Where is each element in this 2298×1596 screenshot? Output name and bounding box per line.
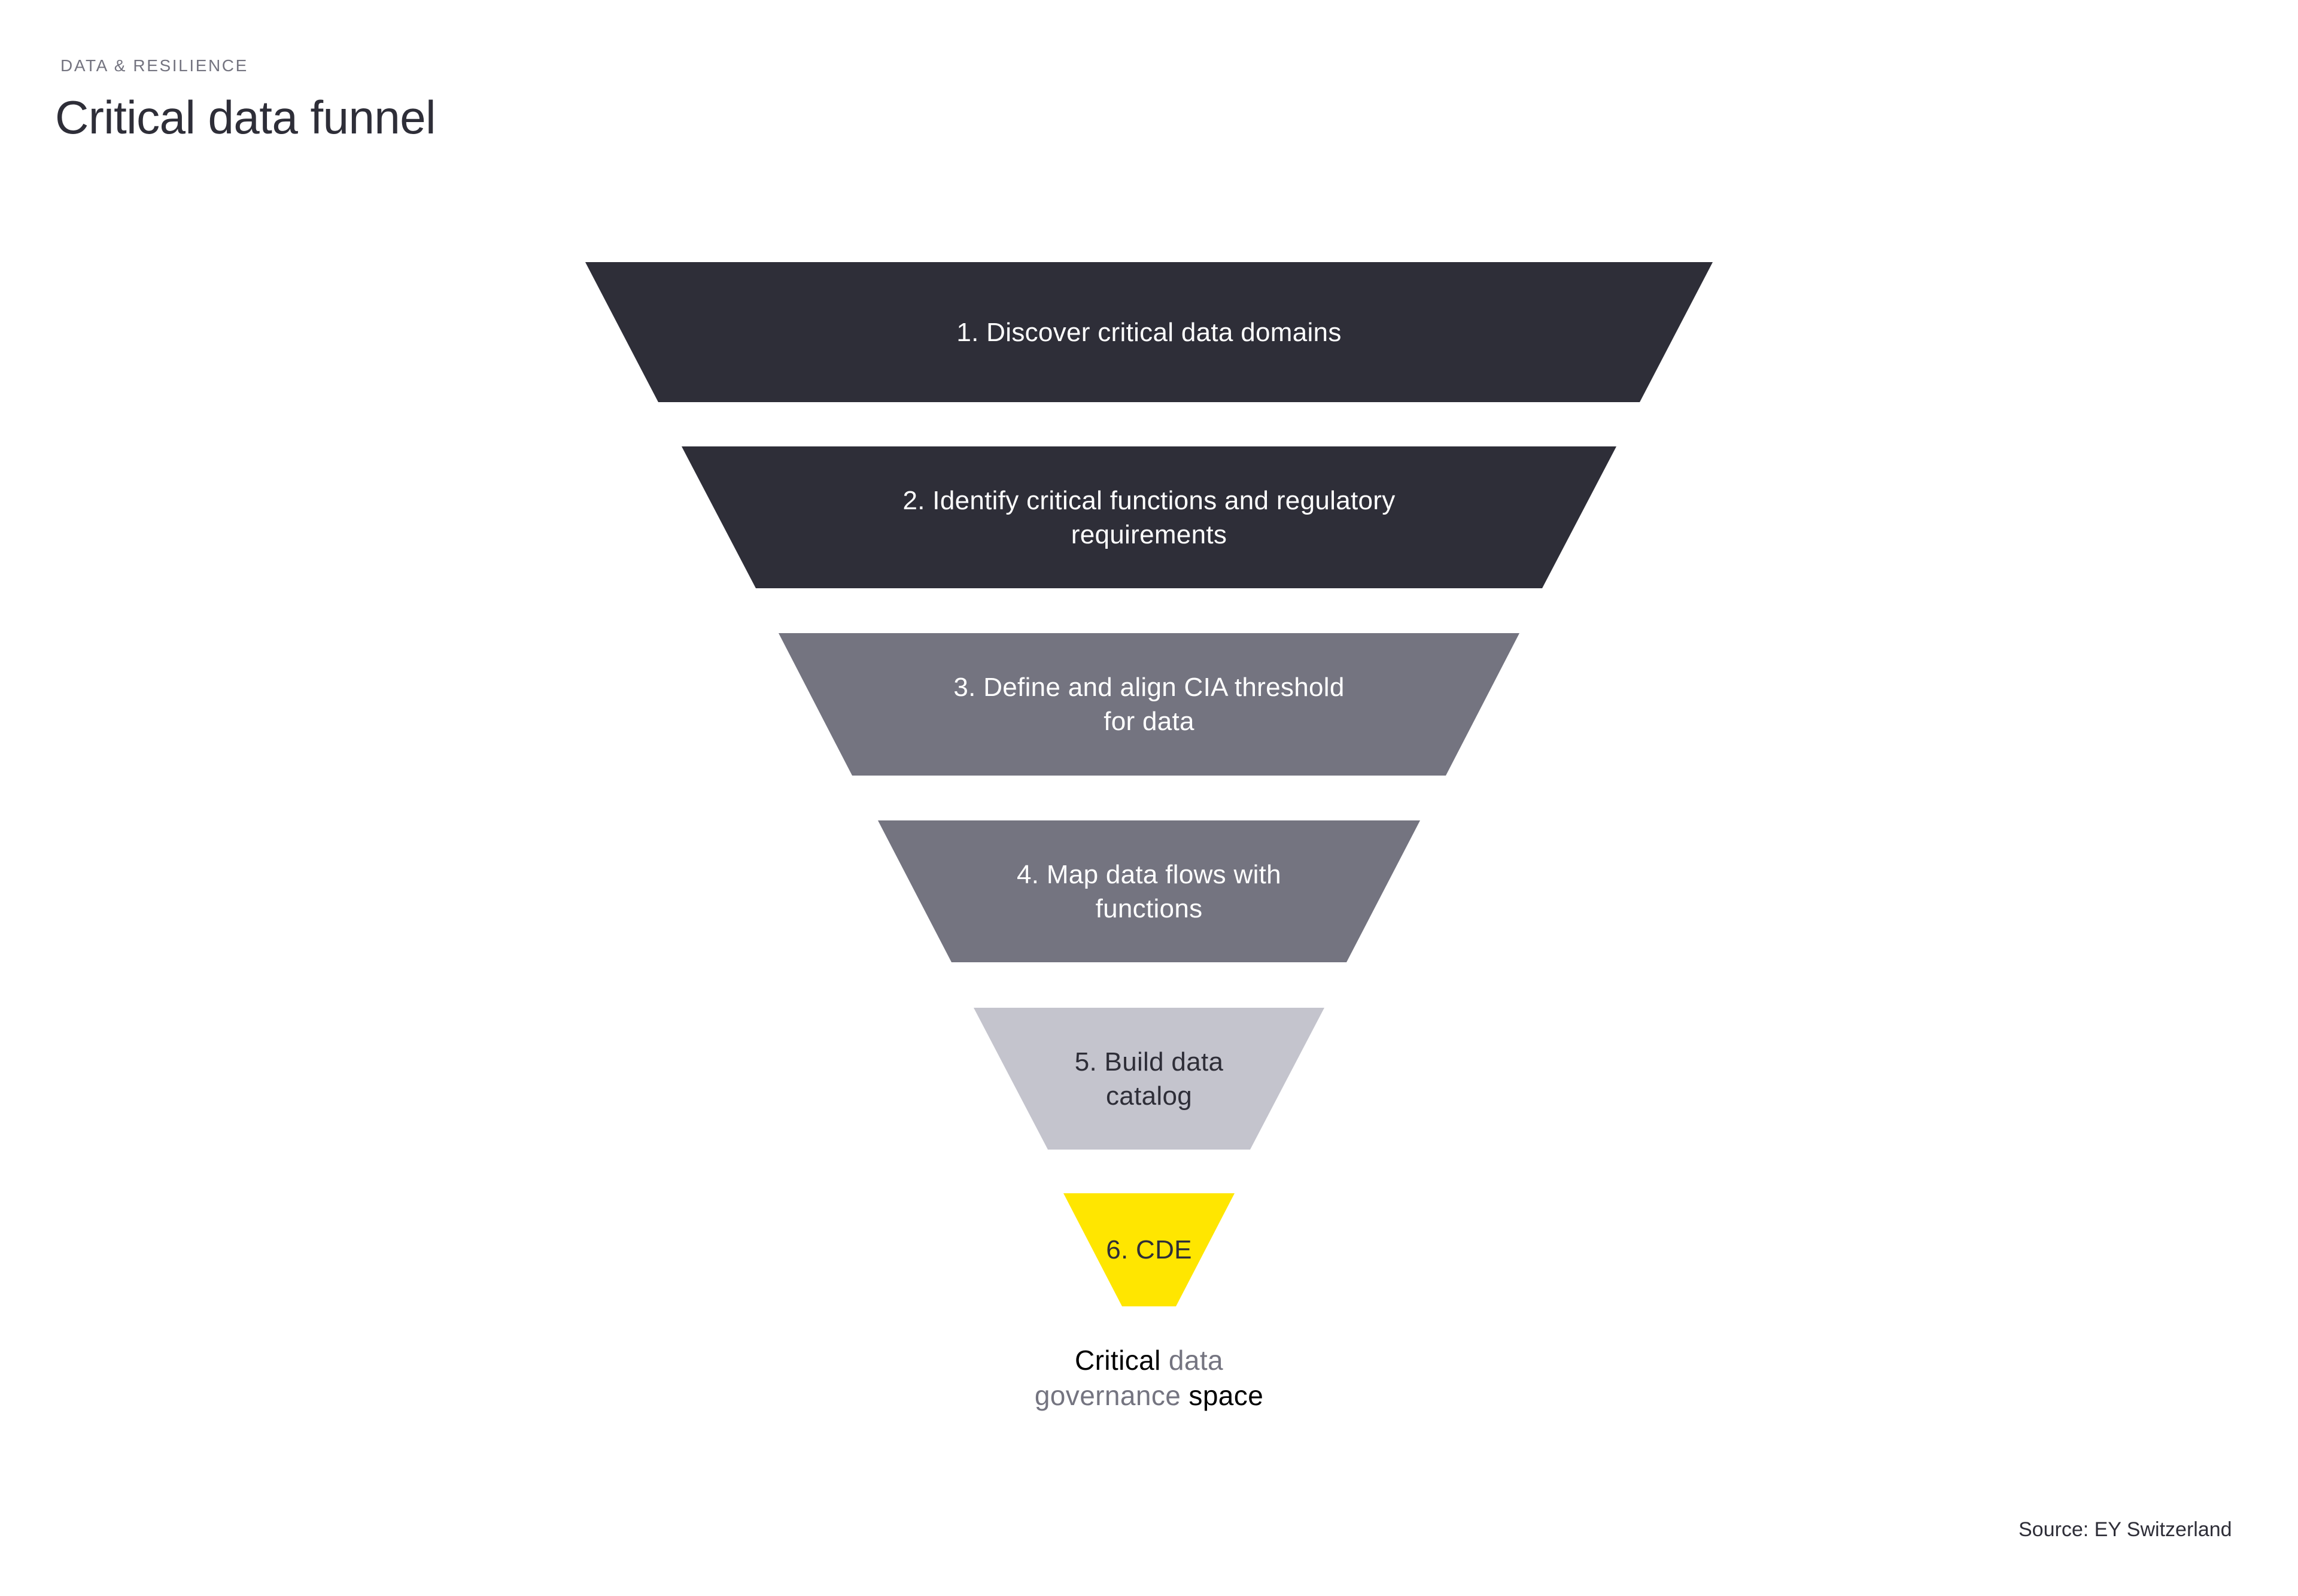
caption-word-critical: Critical: [1074, 1345, 1161, 1376]
source-note: Source: EY Switzerland: [2019, 1518, 2232, 1541]
funnel-level-text-line: catalog: [1106, 1081, 1192, 1111]
funnel-level-3: [779, 633, 1519, 776]
funnel-level-text-line: 2. Identify critical functions and regul…: [902, 485, 1396, 515]
funnel-level-5-label: 5. Build data catalog: [1012, 1008, 1286, 1150]
funnel-level-text-line: functions: [1095, 893, 1203, 923]
caption-word-data: data: [1168, 1345, 1224, 1376]
funnel-level-text-line: 5. Build data: [1074, 1047, 1224, 1077]
funnel-level-4-label: 4. Map data flows with functions: [916, 820, 1382, 962]
funnel-level-text: 2. Identify critical functions and regul…: [902, 484, 1395, 552]
funnel-level-3-label: 3. Define and align CIA threshold for dat…: [816, 633, 1482, 776]
caption-line-2: governance space: [910, 1378, 1388, 1413]
funnel-level-text-line: 3. Define and align CIA threshold: [953, 673, 1345, 702]
funnel-level-2: [682, 446, 1616, 588]
funnel-level-6: [1063, 1193, 1235, 1306]
funnel-level-text: 5. Build data catalog: [1075, 1045, 1224, 1113]
page-title: Critical data funnel: [55, 91, 436, 144]
funnel-level-1-label: 1. Discover critical data domains: [622, 262, 1676, 402]
funnel-level-text-line: for data: [1104, 707, 1194, 736]
funnel-level-text: 3. Define and align CIA threshold for dat…: [953, 670, 1344, 738]
funnel-level-text: 6. CDE: [1106, 1233, 1192, 1267]
funnel-level-text-line: 1. Discover critical data domains: [956, 317, 1342, 347]
funnel-level-text-line: 4. Map data flows with: [1017, 859, 1281, 889]
caption-word-space: space: [1188, 1380, 1264, 1411]
funnel-level-6-label: 6. CDE: [1086, 1193, 1212, 1306]
funnel-level-text-line: 6. CDE: [1106, 1235, 1192, 1264]
funnel-level-2-label: 2. Identify critical functions and regul…: [720, 446, 1578, 588]
funnel-level-1: [585, 262, 1713, 402]
section-eyebrow: DATA & RESILIENCE: [60, 56, 248, 75]
caption-word-governance: governance: [1034, 1380, 1181, 1411]
funnel-level-5: [974, 1008, 1324, 1150]
funnel-level-text: 4. Map data flows with functions: [1017, 858, 1281, 926]
funnel-caption: Critical data governance space: [910, 1343, 1388, 1413]
funnel-level-text: 1. Discover critical data domains: [956, 315, 1341, 349]
caption-line-1: Critical data: [910, 1343, 1388, 1378]
funnel-level-text-line: requirements: [1071, 519, 1227, 549]
funnel-level-4: [878, 820, 1420, 962]
